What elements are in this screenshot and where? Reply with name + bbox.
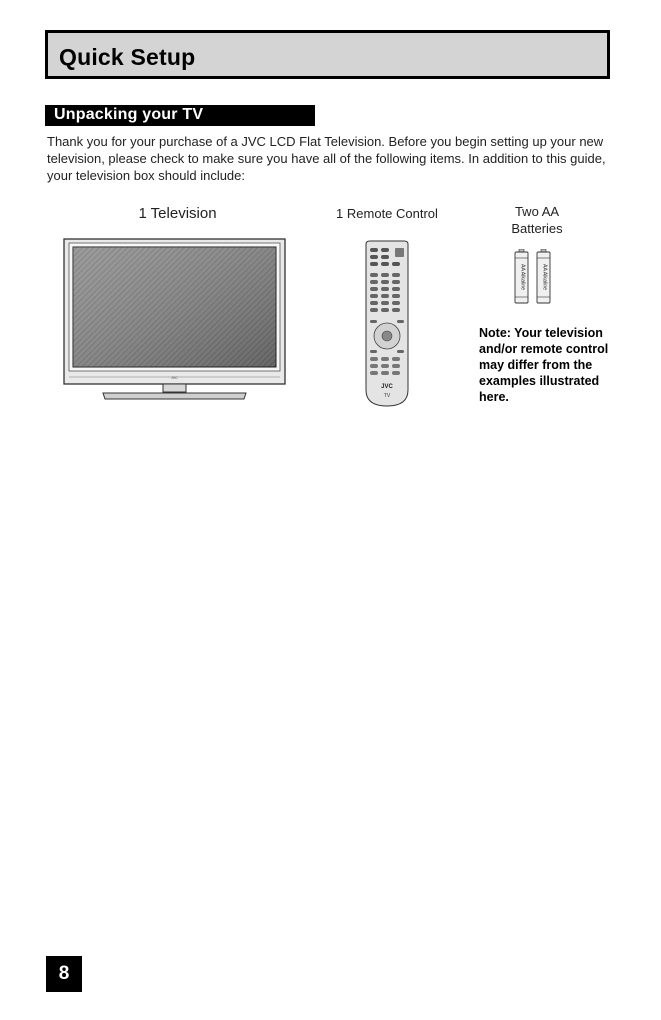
remote-control-image: JVC TV xyxy=(365,240,409,407)
battery-1-text: AA Alkaline xyxy=(520,264,526,290)
remote-mode: TV xyxy=(384,393,391,399)
batteries-image: AA Alkaline AA Alkaline xyxy=(514,249,551,304)
section-heading-bar: Unpacking your TV xyxy=(45,105,315,126)
page-header: Quick Setup xyxy=(45,30,610,79)
battery-2-text: AA Alkaline xyxy=(542,264,548,290)
remote-label: 1 Remote Control xyxy=(336,206,438,221)
television-image: JVC xyxy=(63,238,286,400)
svg-text:JVC: JVC xyxy=(171,376,178,380)
section-heading: Unpacking your TV xyxy=(54,106,204,123)
page-number: 8 xyxy=(58,963,70,984)
note-text: Note: Your television and/or remote cont… xyxy=(479,326,609,404)
page-number-badge: 8 xyxy=(46,956,82,992)
intro-paragraph: Thank you for your purchase of a JVC LCD… xyxy=(47,134,606,183)
remote-brand: JVC xyxy=(381,384,393,390)
batteries-label: Two AA Batteries xyxy=(511,204,563,236)
television-label: 1 Television xyxy=(138,205,217,222)
page-title: Quick Setup xyxy=(59,44,196,70)
